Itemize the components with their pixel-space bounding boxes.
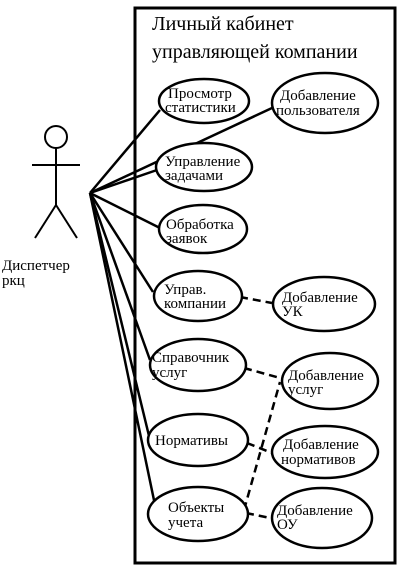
uc-services-ref-line1: Справочник	[152, 350, 230, 366]
boundary-title-line2: управляющей компании	[152, 41, 358, 63]
assoc-norms	[88, 192, 152, 441]
uc-add-user-line1: Добавление	[280, 88, 356, 104]
assoc-requests	[89, 191, 161, 230]
uc-add-norms-line2: нормативов	[281, 452, 356, 468]
uc-add-uk-line1: Добавление	[282, 290, 358, 306]
uc-norms-line1: Нормативы	[155, 433, 228, 449]
uc-add-services-shape	[280, 351, 380, 411]
uc-add-ou-line2: ОУ	[277, 517, 298, 533]
uc-accounting-objects-shape	[146, 485, 250, 543]
assoc-accounting-objects	[88, 192, 157, 506]
actor-head	[44, 125, 68, 149]
extend-links	[239, 295, 282, 520]
uc-task-mgmt-shape	[154, 141, 254, 193]
assoc-view-stats	[89, 109, 161, 194]
link-services-to-add-services	[243, 366, 281, 380]
uc-add-user-shape	[270, 71, 380, 135]
actor-dispatcher	[32, 125, 80, 239]
uc-add-norms-shape	[270, 424, 380, 480]
uc-company-mgmt-line1: Управ.	[164, 282, 206, 298]
uc-task-mgmt-line2: задачами	[165, 168, 223, 184]
actor-leg-left	[34, 204, 57, 239]
use-case-ellipses	[146, 71, 380, 550]
uc-add-ou-shape	[270, 486, 374, 550]
uc-services-ref-shape	[148, 337, 248, 393]
link-norms-to-add-norms	[246, 441, 273, 455]
link-objects-to-add-services	[242, 381, 282, 511]
assoc-services-ref	[88, 192, 152, 361]
uc-add-uk-shape	[271, 275, 377, 333]
boundary-title-line1: Личный кабинет	[152, 13, 294, 35]
uc-add-user-line2: пользователя	[276, 103, 360, 119]
uc-requests-shape	[157, 203, 249, 255]
link-company-to-add-uk	[239, 295, 273, 305]
uc-requests-line2: заявок	[166, 231, 208, 247]
uc-add-services-line2: услуг	[288, 382, 323, 398]
uc-view-stats-line1: Просмотр	[168, 86, 232, 102]
uc-company-mgmt-shape	[152, 269, 244, 323]
actor-label-line2: ркц	[2, 273, 25, 289]
uc-accounting-objects-line1: Объекты	[168, 500, 224, 516]
uc-services-ref-line2: услуг	[152, 365, 187, 381]
uc-add-services-line1: Добавление	[288, 368, 364, 384]
assoc-task-mgmt	[89, 168, 158, 195]
system-boundary	[133, 6, 397, 565]
uc-accounting-objects-line2: учета	[168, 515, 203, 531]
actor-label-line1: Диспетчер	[2, 258, 70, 274]
use-case-labels: Просмотр статистики Управление задачами …	[152, 86, 364, 533]
link-objects-to-add-ou	[245, 511, 271, 520]
uc-norms-shape	[146, 412, 250, 468]
associations	[88, 106, 273, 506]
uc-add-uk-line2: УК	[282, 304, 304, 320]
uc-view-stats-shape	[157, 77, 251, 125]
uc-add-ou-line1: Добавление	[277, 503, 353, 519]
uc-company-mgmt-line2: компании	[164, 296, 226, 312]
assoc-company-mgmt	[88, 192, 155, 293]
uc-task-mgmt-line1: Управление	[165, 154, 241, 170]
uc-add-norms-line1: Добавление	[283, 437, 359, 453]
uc-requests-line1: Обработка	[166, 217, 234, 233]
actor-leg-right	[55, 204, 78, 239]
uc-view-stats-line2: статистики	[165, 100, 236, 116]
